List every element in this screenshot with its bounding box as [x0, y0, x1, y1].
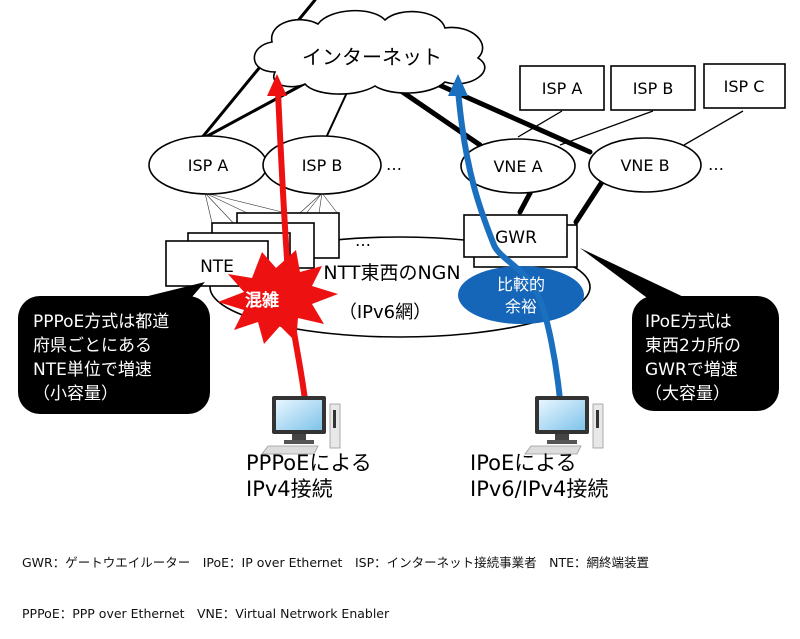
- svg-text:（小容量）: （小容量）: [33, 384, 118, 404]
- svg-text:府県ごとにある: 府県ごとにある: [33, 336, 152, 356]
- legend-line-2: PPPoE：PPP over Ethernet VNE：Virtual Netr…: [22, 606, 390, 621]
- isp-vne-links: [517, 110, 744, 146]
- isp-ellipsis: …: [386, 155, 402, 174]
- pc-right-caption-2: IPv6/IPv4接続: [470, 477, 608, 501]
- svg-text:東西2カ所の: 東西2カ所の: [645, 336, 741, 356]
- pc-left-caption-1: PPPoEによる: [246, 451, 372, 475]
- svg-text:ISP A: ISP A: [188, 156, 229, 175]
- nte-label: NTE: [200, 257, 234, 277]
- svg-text:NTE単位で増速: NTE単位で増速: [33, 360, 152, 380]
- internet-cloud: [253, 9, 486, 95]
- svg-text:（大容量）: （大容量）: [645, 384, 730, 404]
- svg-text:ISP A: ISP A: [542, 79, 583, 98]
- vne-ellipse-a: VNE A: [460, 138, 576, 194]
- callout-right: IPoE方式は 東西2カ所の GWRで増速 （大容量）: [580, 248, 779, 411]
- congestion-label: 混雑: [245, 290, 279, 311]
- nte-ellipsis: …: [355, 231, 371, 250]
- callout-left: PPPoE方式は都道 府県ごとにある NTE単位で増速 （小容量）: [18, 282, 210, 414]
- isp-ellipse-b: ISP B: [262, 135, 382, 195]
- spare-label-1: 比較的: [497, 275, 545, 294]
- svg-text:VNE A: VNE A: [493, 157, 542, 176]
- isp-box-b: ISP B: [610, 65, 696, 111]
- pc-icon-left: [261, 396, 341, 455]
- isp-box-a: ISP A: [519, 65, 605, 111]
- ngn-label: NTT東西のNGN: [323, 262, 460, 284]
- spare-label-2: 余裕: [505, 297, 537, 316]
- vne-ellipsis: …: [708, 155, 724, 174]
- congestion-burst: [218, 250, 338, 344]
- svg-text:ISP B: ISP B: [633, 79, 674, 98]
- internet-label: インターネット: [302, 45, 442, 69]
- pc-left-caption-2: IPv4接続: [246, 477, 333, 501]
- svg-text:ISP C: ISP C: [724, 77, 765, 96]
- ipoe-arrowhead: [448, 74, 468, 96]
- gwr-label: GWR: [495, 228, 537, 248]
- svg-text:PPPoE方式は都道: PPPoE方式は都道: [33, 312, 169, 332]
- pc-icon-right: [524, 396, 604, 455]
- vne-ellipse-b: VNE B: [588, 137, 702, 193]
- isp-box-c: ISP C: [703, 63, 786, 109]
- svg-text:VNE B: VNE B: [620, 156, 669, 175]
- ipoe-path: [455, 89, 563, 401]
- isp-ellipse-a: ISP A: [148, 135, 268, 195]
- ngn-sublabel: （IPv6網）: [339, 302, 431, 323]
- pc-right-caption-1: IPoEによる: [470, 451, 577, 475]
- svg-text:IPoE方式は: IPoE方式は: [645, 312, 732, 332]
- svg-text:ISP B: ISP B: [302, 156, 343, 175]
- pppoe-path: [275, 91, 308, 401]
- svg-text:GWRで増速: GWRで増速: [645, 360, 738, 380]
- spare-capacity-ellipse: [458, 266, 584, 324]
- network-diagram: NTE … GWR NTT東西のNGN （IPv6網） インターネット ISP …: [18, 0, 786, 501]
- gwr-stack: [463, 214, 578, 268]
- legend-line-1: GWR：ゲートウエイルーター IPoE：IP over Ethernet ISP…: [22, 555, 649, 570]
- pppoe-arrowhead: [267, 74, 287, 96]
- gwr-box: [463, 214, 568, 258]
- legend: GWR：ゲートウエイルーター IPoE：IP over Ethernet ISP…: [22, 520, 649, 639]
